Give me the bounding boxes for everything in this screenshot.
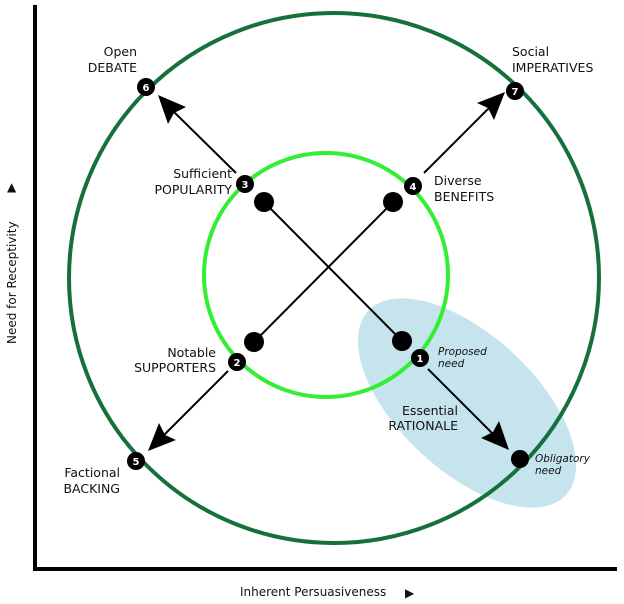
label-obligatory-need: need [535,465,562,477]
arrow-3-to-6 [171,109,237,174]
node-number: 3 [242,180,249,191]
node-6: 6 [137,78,155,96]
label-backing: BACKING [63,481,120,496]
cross-line-supporters-benefits [253,201,394,343]
node-1: 1 [411,349,429,367]
y-axis-label: Need for Receptivity [5,221,19,344]
arrowhead-obligatory [481,421,509,450]
label-notable: Notable [167,345,216,360]
node-7: 7 [506,82,524,100]
node-number: 6 [143,83,150,94]
node-number: 2 [234,358,241,369]
inner-circle [202,151,450,399]
arrow-1-to-obligatory [427,368,496,437]
label-supporters: SUPPORTERS [134,360,216,375]
arrow-4-to-7 [423,104,493,174]
label-popularity: POPULARITY [154,182,232,197]
label-sufficient: Sufficient [173,166,232,181]
label-rationale: RATIONALE [388,418,458,433]
dot-proposed [392,331,412,351]
label-benefits: BENEFITS [434,189,494,204]
label-proposed: Proposed [438,346,487,358]
arrowhead-7 [477,92,505,120]
node-4: 4 [404,177,422,195]
label-imperatives: IMPERATIVES [512,60,593,75]
node-2: 2 [228,353,246,371]
cross-line-popularity-proposed [263,201,403,342]
node-number: 5 [133,457,140,468]
node-3: 3 [236,175,254,193]
node-5: 5 [127,452,145,470]
arrowhead-6 [158,95,186,124]
arrowhead-5 [148,423,176,451]
y-axis-arrow-icon: ▲ [7,180,17,194]
label-obligatory: Obligatory [535,453,591,465]
node-number: 7 [512,87,519,98]
arrow-2-to-5 [162,370,229,437]
x-axis-arrow-icon: ▶ [405,586,415,600]
dot-obligatory [511,450,529,468]
label-factional: Factional [64,465,120,480]
outer-circle [67,11,601,545]
label-social: Social [512,44,549,59]
x-axis-label: Inherent Persuasiveness [240,585,386,599]
dot-popularity [254,192,274,212]
label-proposed-need: need [438,358,465,370]
node-number: 1 [417,354,424,365]
dot-supporters [244,332,264,352]
label-essential: Essential [402,403,458,418]
label-open: Open [104,44,137,59]
label-diverse: Diverse [434,173,482,188]
node-number: 4 [410,182,417,193]
dot-benefits [383,192,403,212]
label-debate: DEBATE [88,60,137,75]
